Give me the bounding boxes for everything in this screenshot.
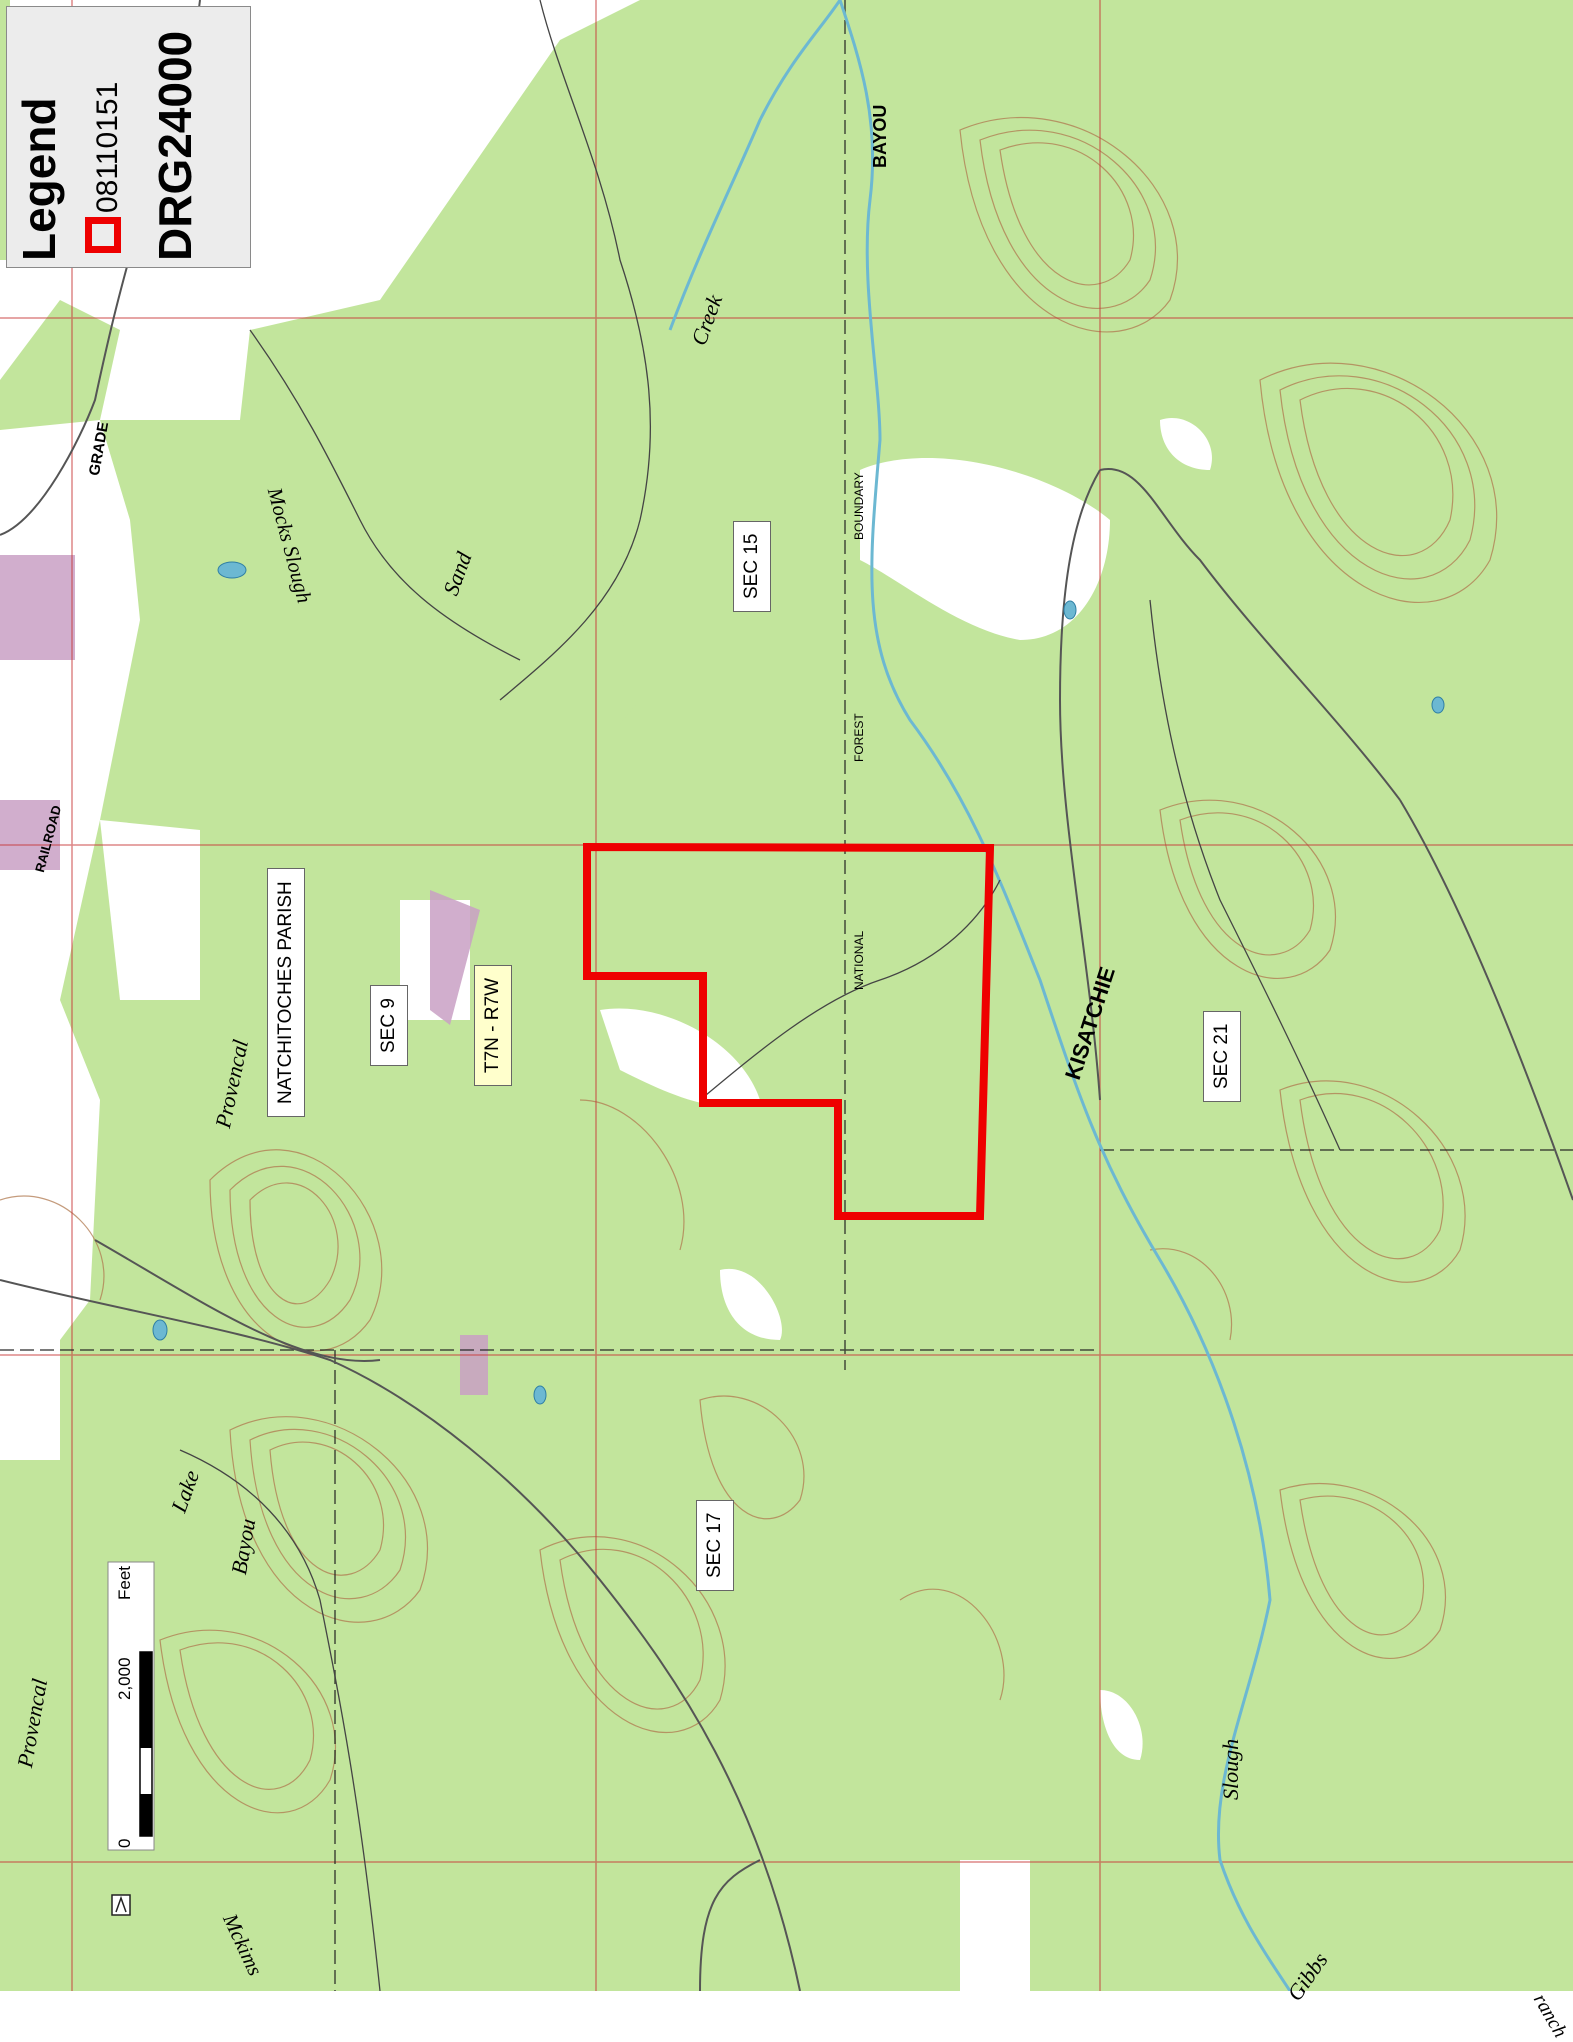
topographic-map	[0, 0, 1573, 1991]
slough-label: Slough	[1218, 1738, 1243, 1800]
forest-label: FOREST	[852, 713, 866, 762]
ponds	[152, 561, 1445, 1405]
legend-item-label: 08110151	[91, 81, 124, 213]
creeks	[179, 0, 1341, 1991]
parish-label: NATCHITOCHES PARISH	[267, 868, 305, 1117]
scale-bar	[107, 1561, 155, 1851]
forest-cover	[0, 0, 1573, 1991]
dashed-boundaries	[0, 0, 1573, 1991]
legend-swatch	[85, 217, 121, 253]
national-label: NATIONAL	[852, 930, 866, 990]
section-17-label: SEC 17	[696, 1499, 734, 1591]
legend-title: Legend	[13, 97, 65, 261]
scale-bar-unit: Feet	[115, 1565, 134, 1600]
section-9-label: SEC 9	[370, 985, 408, 1066]
scale-bar-zero: 0	[115, 1838, 134, 1848]
study-area-boundary	[583, 842, 995, 1220]
legend-panel: Legend 08110151 DRG24000	[6, 6, 251, 268]
bayou-label: BAYOU	[870, 104, 890, 168]
north-arrow-icon	[111, 1894, 131, 1916]
roads	[0, 0, 1573, 1991]
section-15-label: SEC 15	[733, 520, 771, 612]
branch-label: ranch	[1528, 1990, 1572, 2042]
legend-layer-name: DRG24000	[149, 30, 201, 261]
streams	[668, 0, 1292, 1991]
contour-lines	[0, 117, 1497, 1814]
section-grid	[0, 0, 1573, 1991]
section-21-label: SEC 21	[1203, 1010, 1241, 1102]
township-range-label: T7N - R7W	[474, 965, 512, 1086]
boundary-label: BOUNDARY	[852, 472, 866, 540]
urban-areas	[0, 555, 488, 1395]
scale-bar-value: 2,000	[115, 1657, 134, 1700]
